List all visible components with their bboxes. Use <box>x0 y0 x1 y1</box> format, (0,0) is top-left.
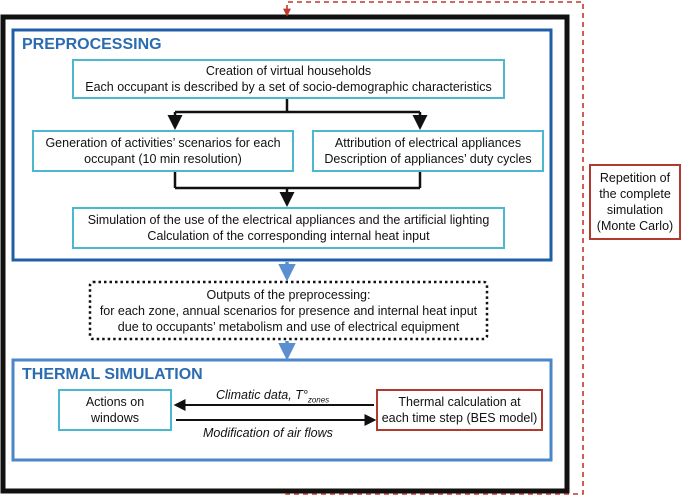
repetition-line1: Repetition of <box>599 171 671 185</box>
outputs-box-border <box>88 280 489 341</box>
activities-box: Generation of activities’ scenarios for … <box>32 130 294 172</box>
preprocessing-frame <box>11 28 553 262</box>
repetition-line4: (Monte Carlo) <box>596 219 674 233</box>
thermal-title: THERMAL SIMULATION <box>22 366 203 383</box>
climatic-data-label: Climatic data, T°zones <box>216 388 330 405</box>
outputs-line3: due to occupants’ metabolism and use of … <box>117 319 460 334</box>
airflow-label: Modification of air flows <box>203 426 333 440</box>
outputs-box: Outputs of the preprocessing: for each z… <box>93 285 484 336</box>
households-box: Creation of virtual households Each occu… <box>72 59 505 99</box>
climatic-subscript: zones <box>307 395 330 405</box>
preprocessing-title: PREPROCESSING <box>22 36 162 53</box>
repetition-loop <box>283 1 584 495</box>
outer-frame <box>0 14 570 494</box>
windows-line2: windows <box>91 411 139 425</box>
thermal-calculation-box: Thermal calculation at each time step (B… <box>376 389 543 431</box>
windows-box: Actions on windows <box>58 389 172 431</box>
simulation-line1: Simulation of the use of the electrical … <box>87 213 490 227</box>
outputs-line1: Outputs of the preprocessing: <box>206 287 371 302</box>
appliances-line2: Description of appliances’ duty cycles <box>324 152 532 166</box>
simulation-line2: Calculation of the corresponding interna… <box>147 229 430 243</box>
households-line1: Creation of virtual households <box>205 64 372 78</box>
households-line2: Each occupant is described by a set of s… <box>85 80 492 94</box>
simulation-box: Simulation of the use of the electrical … <box>72 207 505 249</box>
activities-line1: Generation of activities’ scenarios for … <box>45 136 281 150</box>
appliances-box: Attribution of electrical appliances Des… <box>312 130 544 172</box>
calculation-line2: each time step (BES model) <box>381 411 538 425</box>
repetition-line2: the complete <box>599 187 671 201</box>
activities-line2: occupant (10 min resolution) <box>84 152 242 166</box>
calculation-line1: Thermal calculation at <box>398 395 521 409</box>
repetition-box: Repetition of the complete simulation (M… <box>589 164 681 240</box>
appliances-line1: Attribution of electrical appliances <box>334 136 522 150</box>
outputs-line2: for each zone, annual scenarios for pres… <box>99 303 478 318</box>
repetition-line3: simulation <box>606 203 664 217</box>
windows-line1: Actions on <box>85 395 145 409</box>
